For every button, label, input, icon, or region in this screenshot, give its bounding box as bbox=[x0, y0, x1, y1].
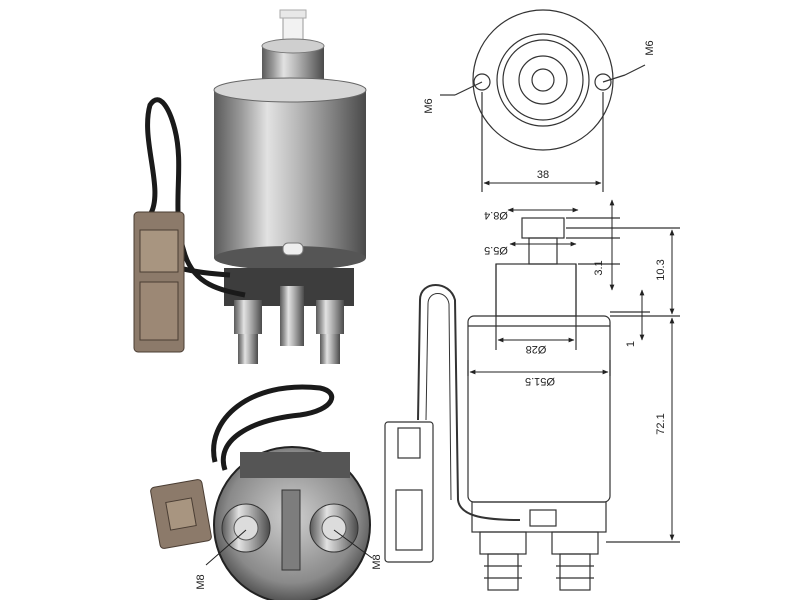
dim-cap-dia: Ø28 bbox=[526, 343, 547, 355]
solenoid-photo-side bbox=[133, 9, 367, 364]
bolt-label-right: M8 bbox=[371, 554, 383, 569]
end-view-spacing: 38 bbox=[537, 169, 549, 181]
end-view-drawing bbox=[440, 9, 646, 192]
dim-body-dia: Ø51.5 bbox=[525, 375, 555, 387]
dim-body-height: 72.1 bbox=[655, 413, 667, 434]
dim-tip-dia: Ø8.4 bbox=[484, 209, 508, 221]
dim-plunger-step: 3.1 bbox=[593, 260, 605, 275]
solenoid-photo-bottom bbox=[150, 384, 373, 600]
dim-plunger-height: 10.3 bbox=[655, 259, 667, 280]
dim-flange: 1 bbox=[625, 341, 637, 347]
dim-plunger-dia: Ø5.5 bbox=[484, 244, 508, 256]
side-view-drawing bbox=[384, 217, 680, 591]
bolt-label-left: M8 bbox=[195, 574, 207, 589]
end-view-hole-right: M6 bbox=[644, 40, 656, 55]
end-view-hole-left: M6 bbox=[423, 98, 435, 113]
